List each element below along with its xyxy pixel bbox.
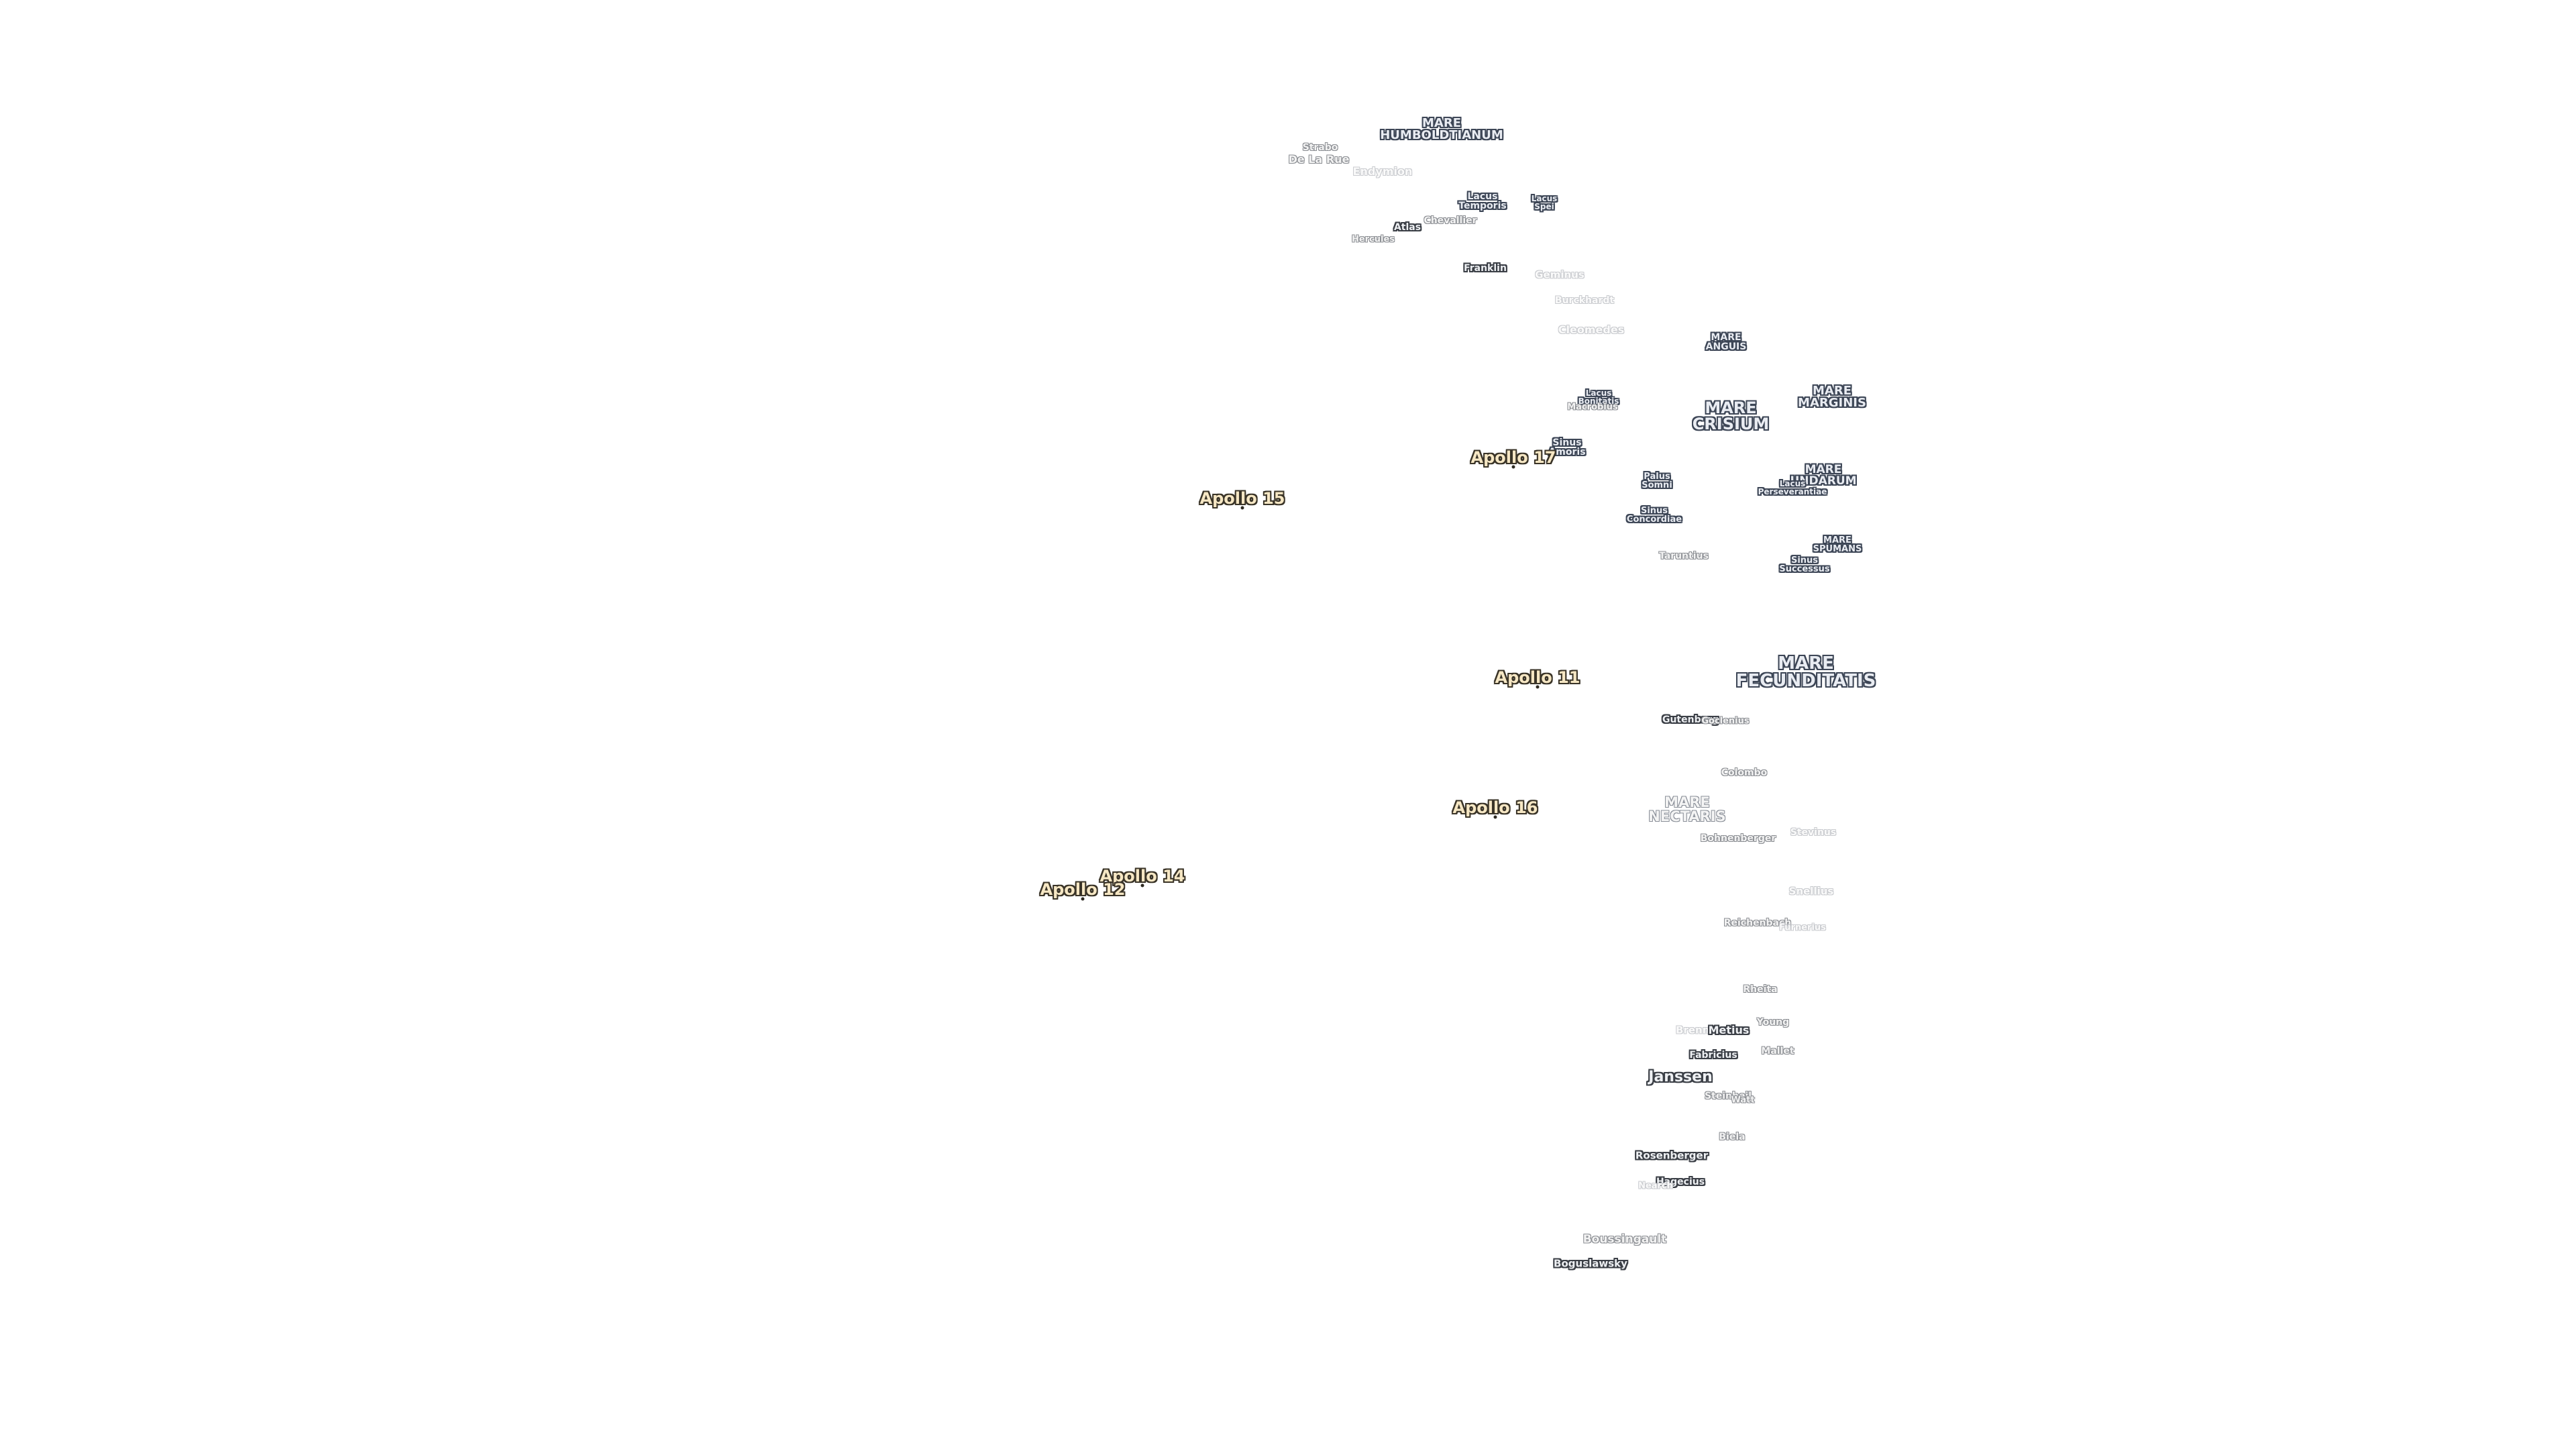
crater-label-stevinus: Stevinus [1790, 827, 1837, 838]
landing-label-apollo-14[interactable]: Apollo 14 [1099, 867, 1185, 885]
landing-label-apollo-15[interactable]: Apollo 15 [1199, 489, 1285, 508]
crater-label-burckhardt: Burckhardt [1554, 295, 1615, 306]
mare-label-marginis: MARE MARGINIS [1798, 384, 1866, 410]
crater-label-chevallier: Chevallier [1424, 215, 1477, 226]
landing-site-apollo-17-marker[interactable] [1511, 465, 1515, 469]
mare-label-palus-somni: Palus Somni [1642, 472, 1672, 490]
crater-label-janssen: Janssen [1648, 1069, 1713, 1085]
crater-label-colombo: Colombo [1721, 767, 1768, 778]
mare-label-lacus-bonitatis: Lacus Bonitatis [1578, 388, 1619, 406]
crater-label-boussingault: Boussingault [1582, 1232, 1667, 1246]
crater-label-reichenbach: Reichenbach [1723, 918, 1792, 928]
crater-label-rosenberger: Rosenberger [1635, 1149, 1709, 1162]
crater-label-taruntius: Taruntius [1659, 551, 1709, 561]
landing-label-apollo-16[interactable]: Apollo 16 [1452, 798, 1538, 817]
mare-label-nectaris: MARE NECTARIS [1648, 794, 1726, 824]
crater-label-bohnenberger: Bohnenberger [1700, 833, 1776, 844]
crater-label-boguslawsky: Boguslawsky [1554, 1257, 1627, 1270]
crater-label-gutenberg: Gutenberg [1662, 714, 1719, 725]
crater-label-rheita: Rheita [1743, 984, 1778, 995]
crater-label-hercules: Hercules [1351, 234, 1395, 245]
mare-label-fecunditatis: MARE FECUNDITATIS [1735, 653, 1876, 691]
crater-label-biela: Biela [1719, 1132, 1746, 1142]
landing-label-apollo-17[interactable]: Apollo 17 [1470, 448, 1556, 467]
crater-label-cleomedes: Cleomedes [1558, 323, 1625, 336]
landing-site-apollo-16-marker[interactable] [1493, 815, 1497, 819]
crater-label-macrobius: Macrobius [1567, 402, 1618, 413]
crater-label-de-la-rue: De La Rue [1288, 153, 1350, 166]
landing-label-apollo-11[interactable]: Apollo 11 [1495, 668, 1580, 687]
mare-label-lacus-spei: Lacus Spei [1531, 194, 1558, 211]
crater-label-nearch: Nearch [1638, 1181, 1673, 1191]
mare-label-anguis: MARE ANGUIS [1705, 332, 1747, 352]
crater-label-fabricius: Fabricius [1689, 1050, 1737, 1061]
mare-label-sinus-successus: Sinus Successus [1779, 555, 1830, 574]
landing-site-apollo-11-marker[interactable] [1536, 685, 1540, 689]
landing-site-apollo-14-marker[interactable] [1140, 883, 1144, 888]
crater-label-snellius: Snellius [1788, 885, 1834, 898]
crater-label-strabo: Strabo [1302, 142, 1338, 153]
crater-label-hagecius: Hagecius [1656, 1177, 1705, 1187]
crater-label-watt: Watt [1731, 1095, 1755, 1106]
crater-label-goclenius: Goclenius [1701, 716, 1750, 727]
crater-label-atlas: Atlas [1393, 222, 1421, 233]
crater-label-franklin: Franklin [1464, 263, 1507, 274]
crater-label-geminus: Geminus [1535, 268, 1585, 281]
landing-site-apollo-12-marker[interactable] [1081, 897, 1085, 901]
mare-label-lacus-temporis: Lacus Temporis [1458, 191, 1507, 211]
crater-label-young: Young [1756, 1017, 1790, 1028]
crater-label-mallet: Mallet [1761, 1046, 1794, 1057]
mare-label-lacus-perseverantiae: Lacus Perseverantiae [1758, 479, 1827, 496]
crater-label-brenner: Brenner [1676, 1024, 1721, 1036]
mare-label-crisium: MARE CRISIUM [1692, 398, 1770, 433]
crater-label-furnerius: Furnerius [1779, 922, 1826, 933]
mare-label-sinus-amoris: Sinus Amoris [1548, 437, 1586, 458]
mare-label-humboldtianum: MARE HUMBOLDTIANUM [1380, 116, 1503, 142]
landing-label-apollo-12[interactable]: Apollo 12 [1040, 880, 1126, 899]
landing-site-apollo-15-marker[interactable] [1240, 506, 1244, 510]
mare-label-spumans: MARE SPUMANS [1813, 535, 1862, 554]
mare-label-sinus-concordiae: Sinus Concordiae [1626, 506, 1682, 525]
crater-label-metius: Metius [1708, 1024, 1750, 1036]
mare-label-undarum: MARE UNDARUM [1790, 463, 1857, 488]
crater-label-endymion: Endymion [1352, 165, 1413, 178]
crater-label-steinheil: Steinheil [1704, 1091, 1752, 1102]
